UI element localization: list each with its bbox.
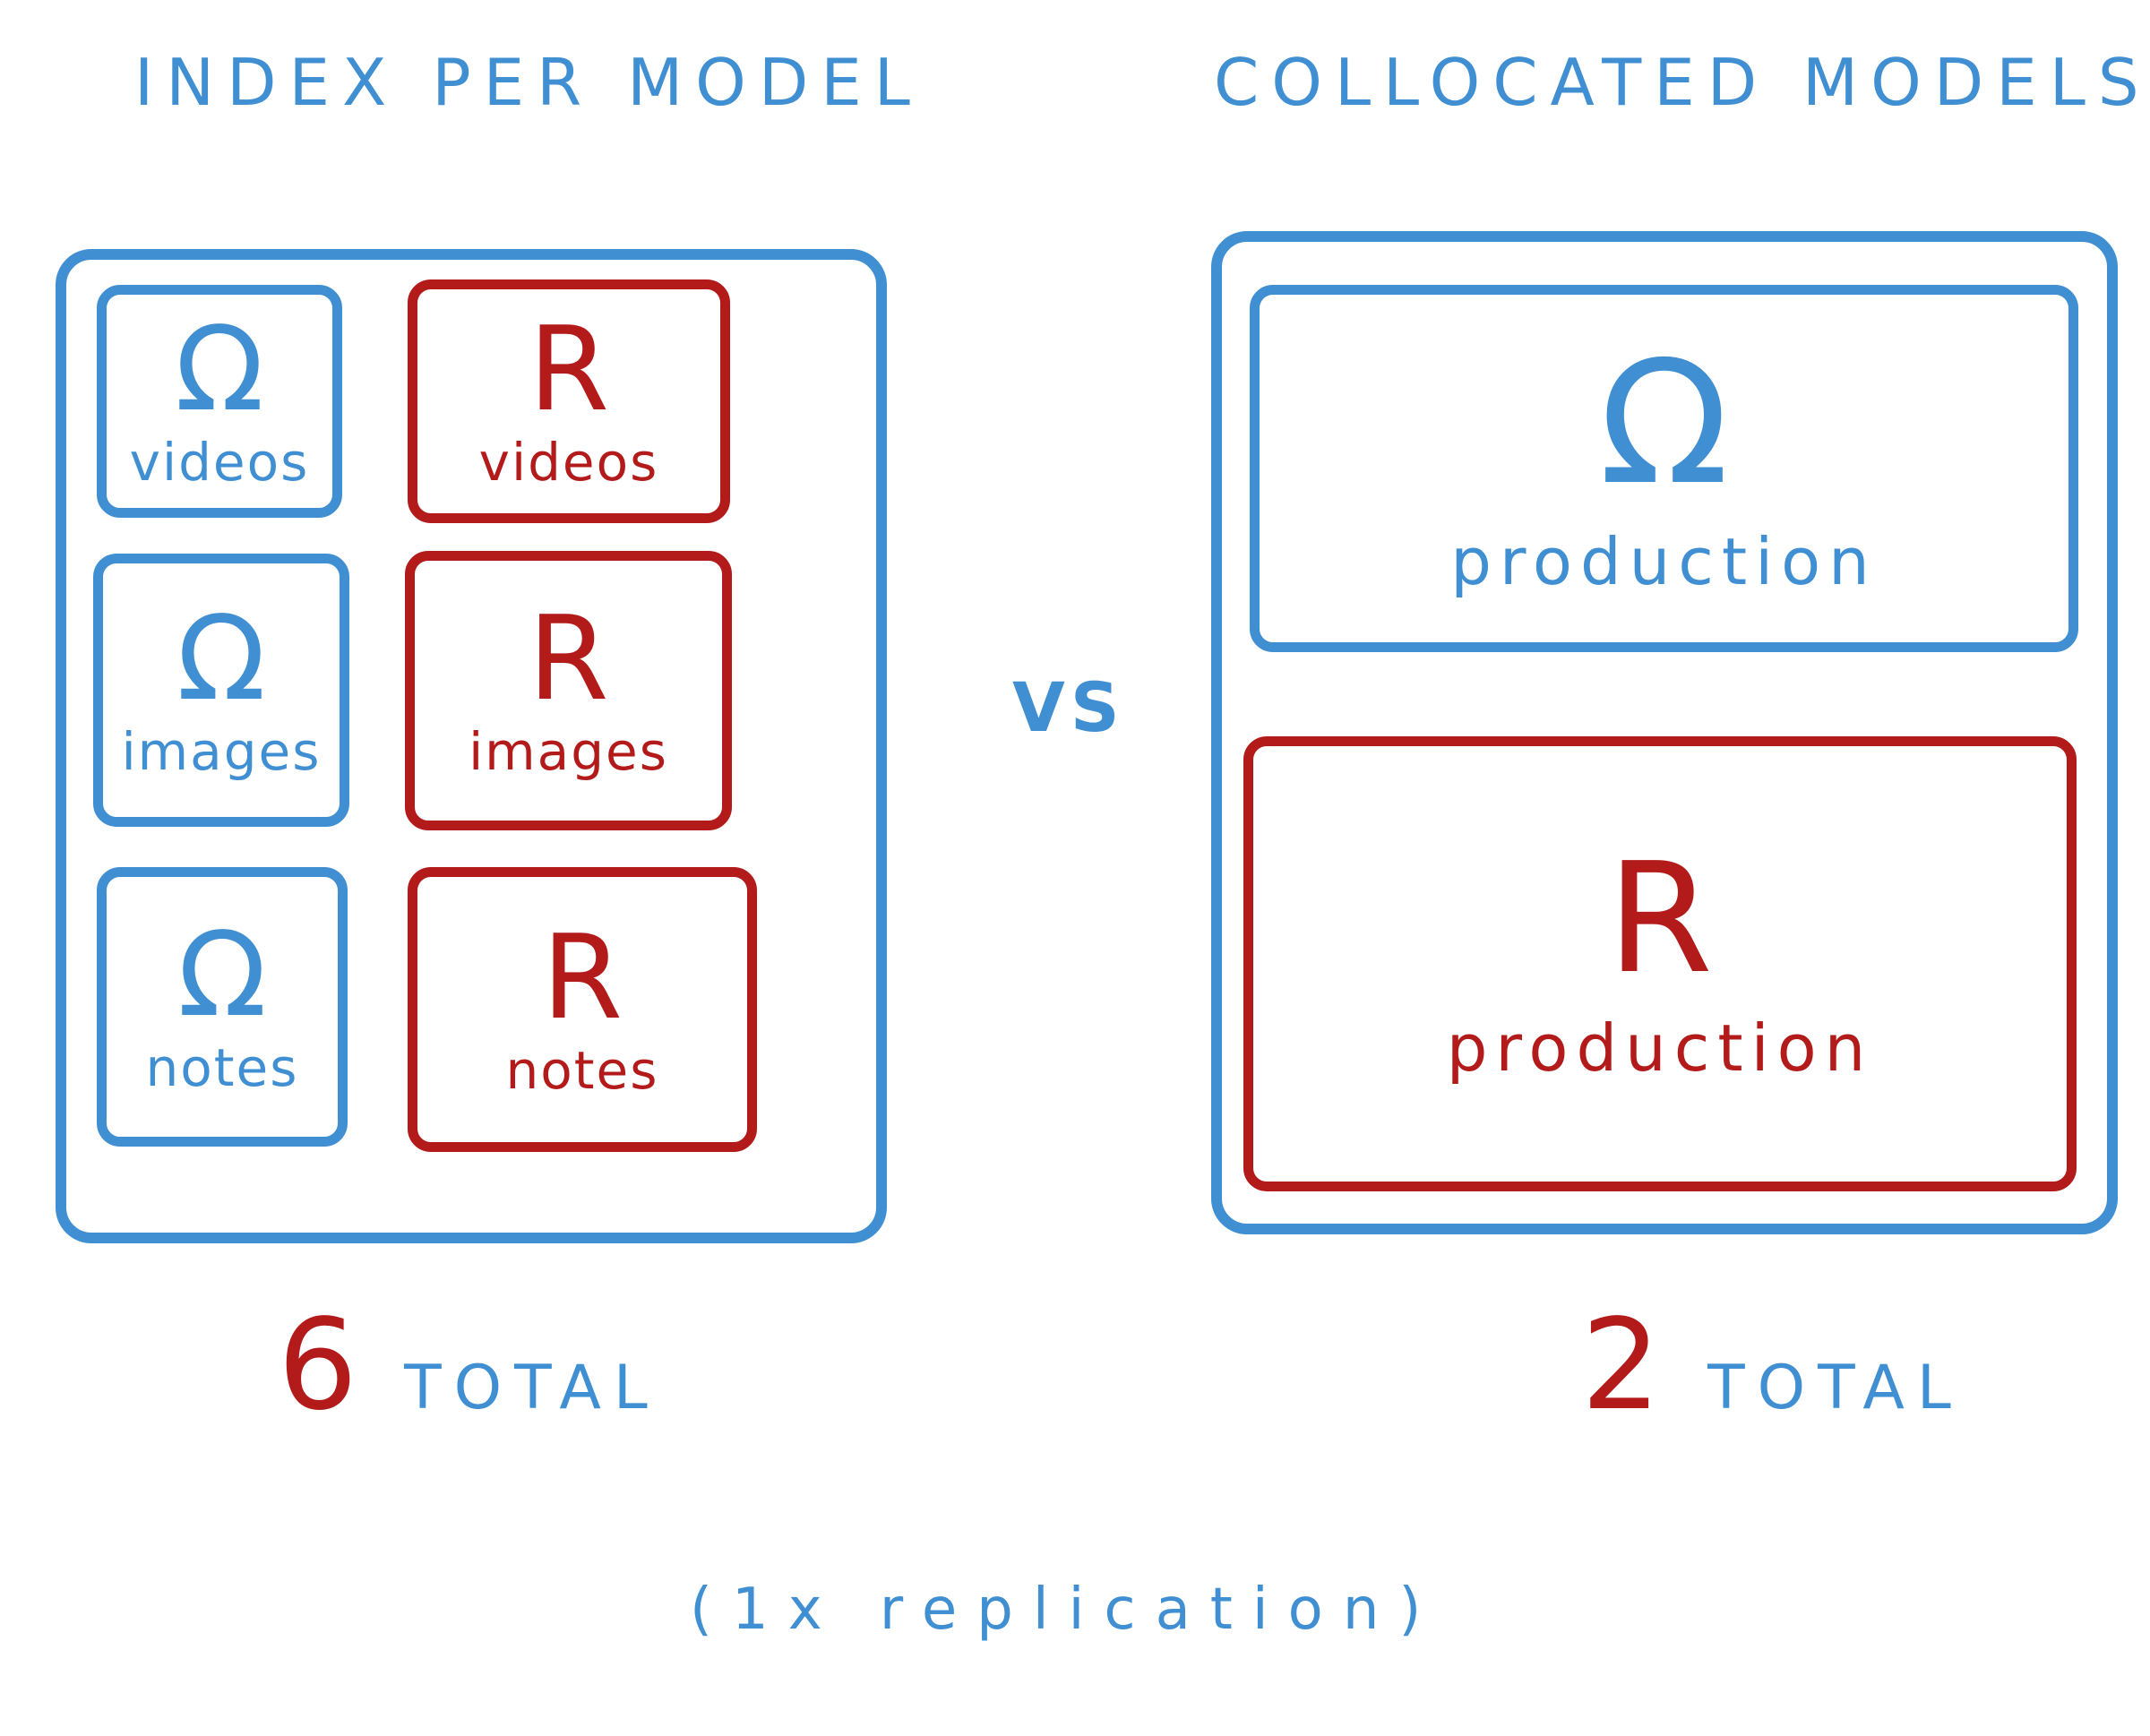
right-total-word: TOTAL [1707, 1353, 1964, 1423]
omega-icon: Ω [177, 907, 267, 1044]
r-box-images: R images [405, 551, 732, 830]
omega-box-label: production [1450, 524, 1878, 600]
right-total-number: 2 [1581, 1293, 1662, 1439]
r-box-label: images [469, 721, 668, 783]
left-total: 6 TOTAL [278, 1303, 660, 1429]
r-box-label: production [1446, 1010, 1874, 1087]
index-per-model-container [56, 249, 887, 1243]
omega-box-videos: Ω videos [97, 285, 342, 518]
r-icon: R [528, 590, 609, 727]
omega-box-label: notes [145, 1037, 299, 1099]
heading-index-per-model: INDEX PER MODEL [134, 45, 923, 120]
left-total-word: TOTAL [404, 1353, 660, 1423]
heading-collocated-models: COLLOCATED MODELS [1214, 45, 2150, 120]
omega-icon: Ω [175, 301, 264, 438]
omega-box-label: images [121, 720, 322, 782]
omega-box-label: videos [129, 432, 310, 494]
r-box-label: notes [505, 1040, 659, 1102]
omega-box-notes: Ω notes [97, 867, 348, 1147]
replication-footnote: (1x replication) [690, 1577, 1441, 1643]
r-icon: R [528, 301, 610, 438]
omega-box-images: Ω images [93, 554, 349, 827]
left-total-number: 6 [278, 1293, 358, 1439]
r-box-label: videos [478, 432, 659, 494]
r-icon: R [1606, 830, 1714, 1009]
r-box-videos: R videos [408, 279, 730, 523]
omega-icon: Ω [176, 589, 266, 726]
right-total: 2 TOTAL [1581, 1303, 1964, 1429]
omega-box-production: Ω production [1250, 285, 2078, 652]
r-box-notes: R notes [408, 867, 757, 1152]
r-box-production: R production [1243, 736, 2077, 1191]
vs-separator: VS [1012, 667, 1125, 747]
omega-icon: Ω [1598, 324, 1730, 523]
r-icon: R [541, 909, 624, 1046]
collocated-models-container [1211, 231, 2118, 1234]
